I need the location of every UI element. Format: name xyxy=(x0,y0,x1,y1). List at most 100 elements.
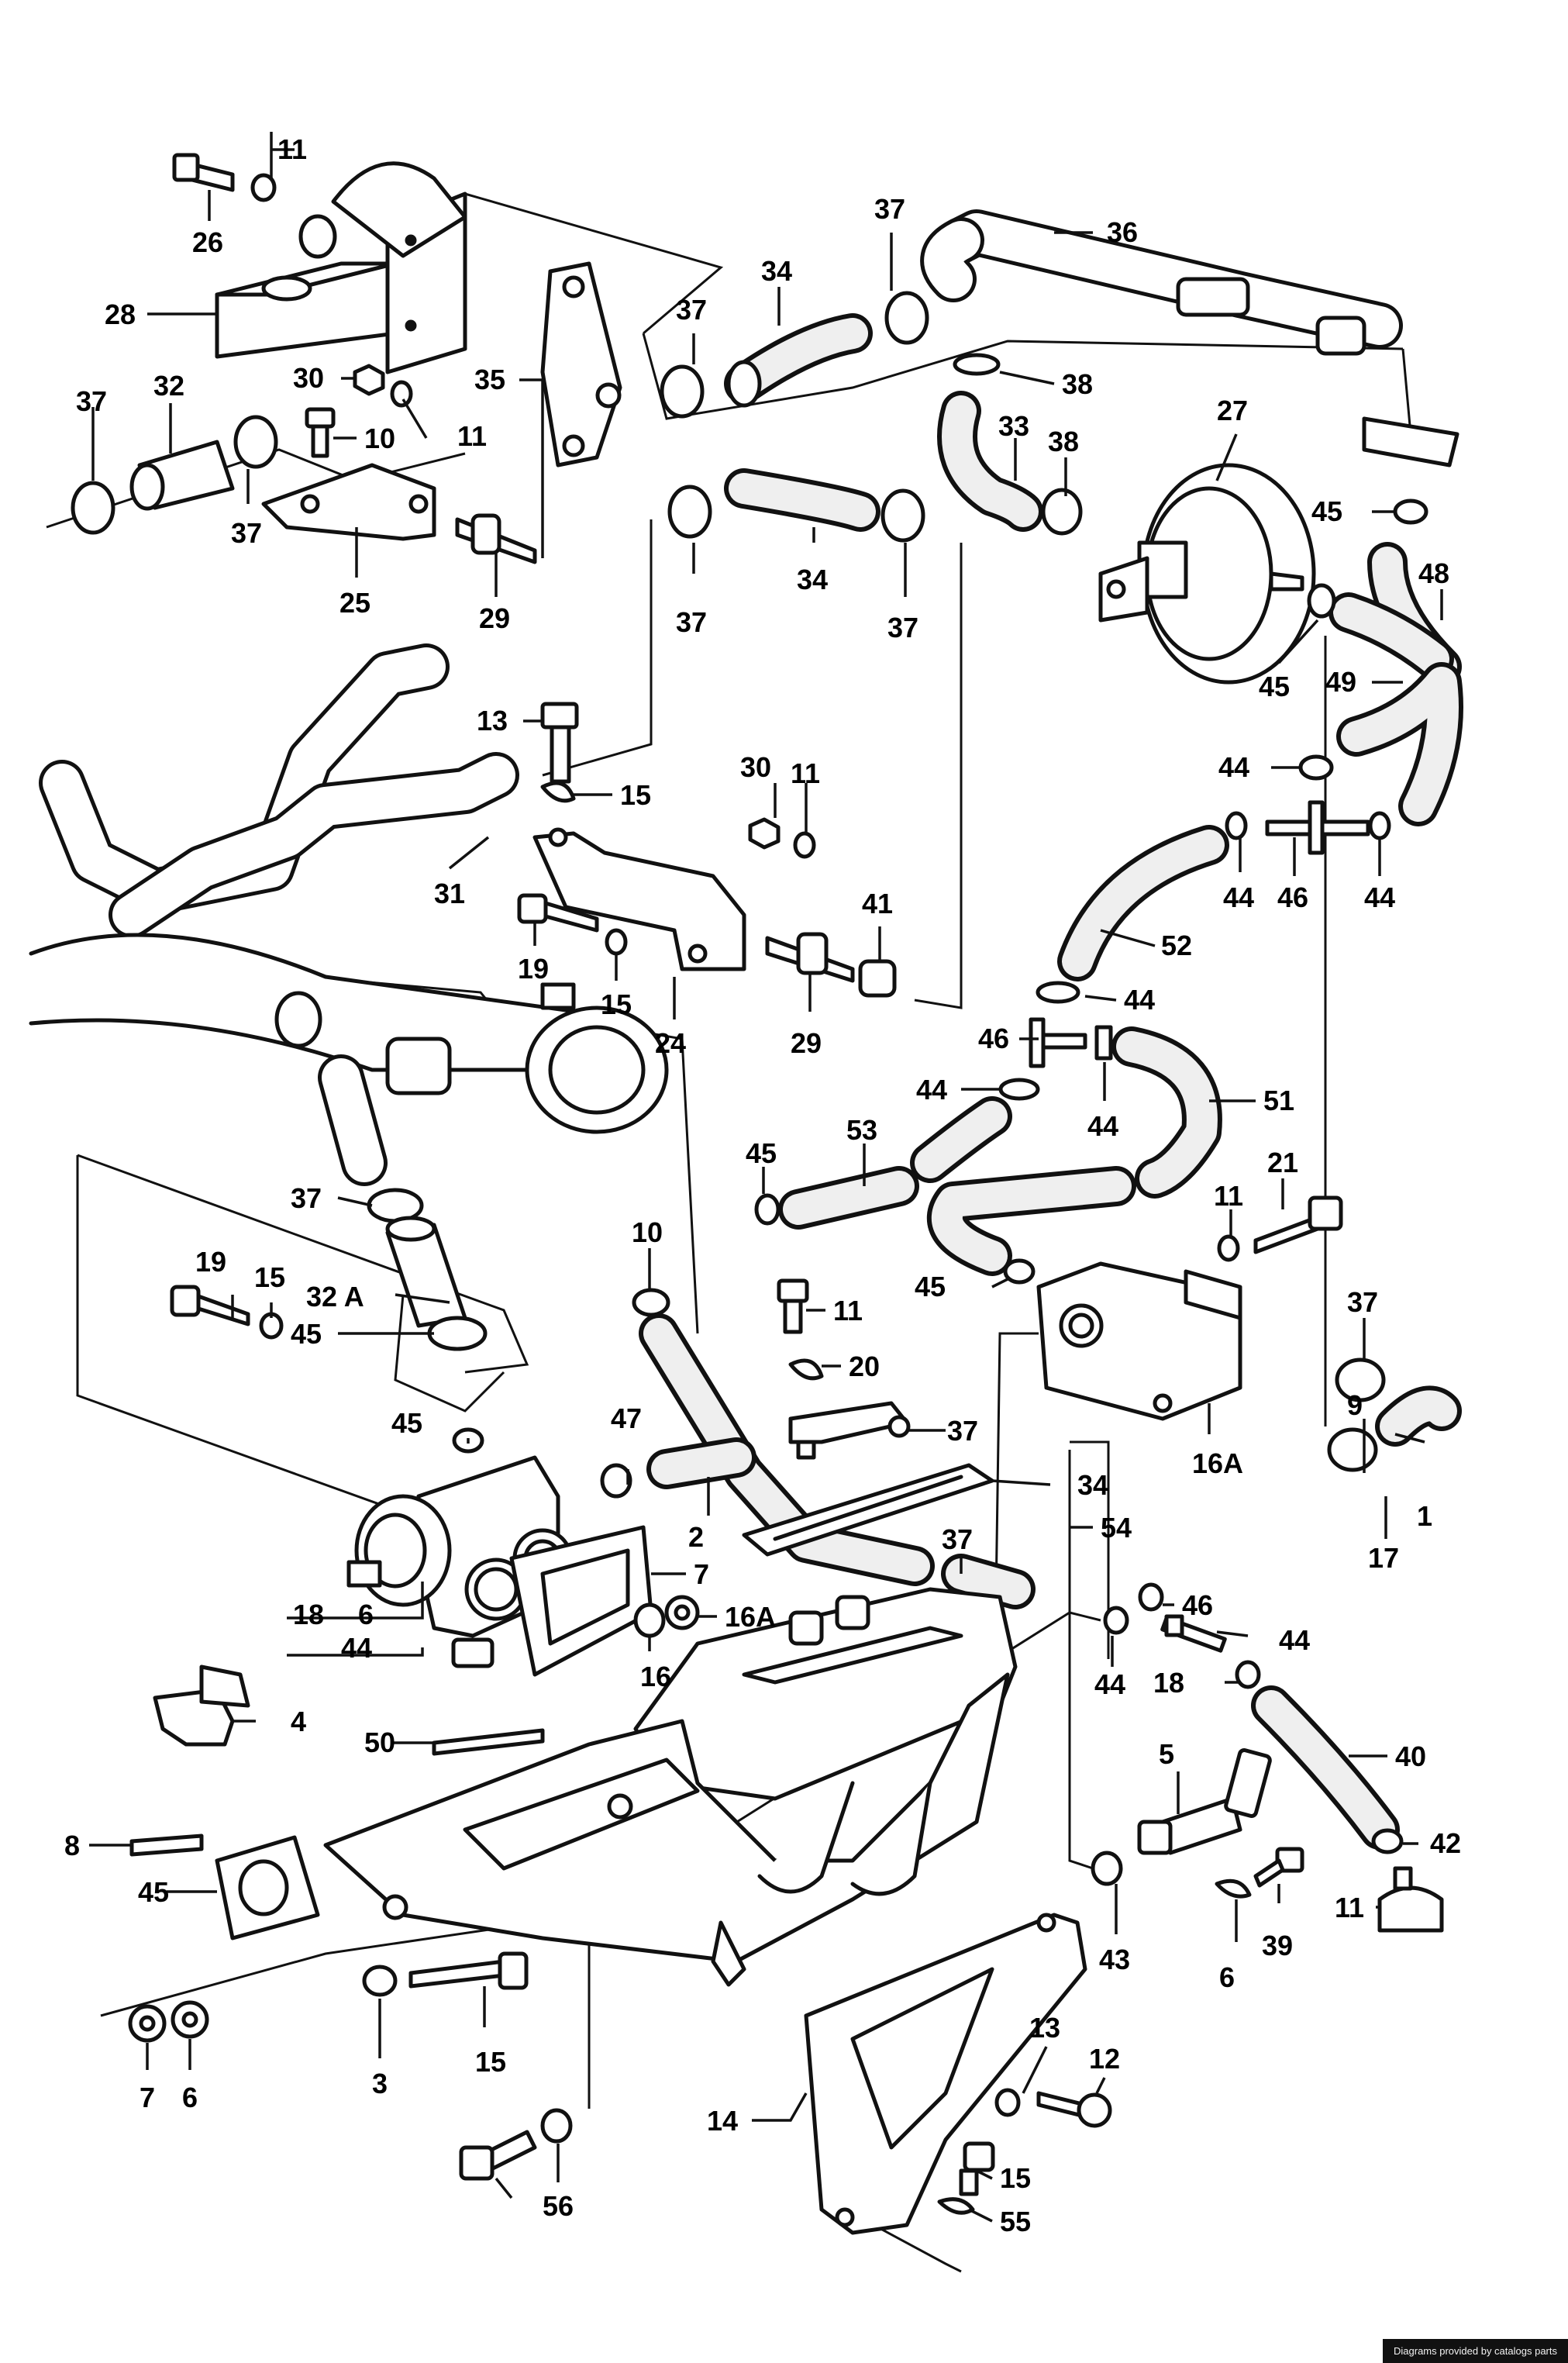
gasket-17 xyxy=(509,1525,653,1677)
callout-label: 35 xyxy=(474,364,505,395)
callout-label: 8 xyxy=(64,1830,80,1861)
clamp-38-b xyxy=(1041,488,1083,536)
valve-20 xyxy=(1036,1261,1242,1421)
callout-label: 34 xyxy=(1077,1469,1108,1501)
hose-32 xyxy=(129,440,235,511)
callout-label: 18 xyxy=(293,1599,324,1630)
callout-label: 44 xyxy=(1223,881,1254,913)
credit-label: Diagrams provided by catalogs parts xyxy=(1383,2339,1568,2363)
cover-12 xyxy=(804,1913,1087,2235)
clamp-37-e xyxy=(667,485,712,539)
bolt-10-top xyxy=(305,407,336,458)
callout-label: 28 xyxy=(105,298,136,330)
callout-label: 34 xyxy=(761,255,792,287)
callout-label: 29 xyxy=(479,602,510,634)
bolt-19-left xyxy=(170,1285,250,1326)
clamp-45-e xyxy=(632,1288,670,1317)
callout-label: 37 xyxy=(676,606,707,638)
callout-label: 27 xyxy=(1217,395,1248,426)
air-duct xyxy=(29,933,669,1186)
callout-label: 19 xyxy=(518,953,549,985)
bolt-10-mid xyxy=(777,1278,809,1334)
callout-label: 29 xyxy=(791,1027,822,1059)
callout-label: 16A xyxy=(1192,1447,1243,1479)
bush-41 xyxy=(858,959,897,998)
hose-51 xyxy=(1111,1026,1222,1199)
callout-label: 7 xyxy=(140,2082,155,2113)
callout-label: 37 xyxy=(76,385,107,417)
part-18 xyxy=(153,1664,250,1747)
callout-label: 48 xyxy=(1418,557,1449,589)
clamp-45-a xyxy=(1393,498,1428,525)
air-flap-housing xyxy=(215,161,467,374)
nut-7-a xyxy=(664,1595,700,1630)
washer-15-d xyxy=(994,2088,1021,2117)
callout-label: 17 xyxy=(1368,1542,1399,1574)
callout-label: 25 xyxy=(339,587,370,619)
bolt-13-top xyxy=(540,702,579,784)
callout-label: 36 xyxy=(1107,216,1138,248)
hose-47 xyxy=(646,1437,756,1489)
callout-label: 37 xyxy=(676,294,707,326)
bolt-13-bottom xyxy=(1036,2091,1112,2128)
callout-label: 11 xyxy=(833,1295,863,1326)
pipe-31 xyxy=(39,643,519,938)
clamp-45-b xyxy=(1307,583,1336,619)
callout-label: 13 xyxy=(477,705,508,736)
callout-label: 15 xyxy=(601,988,632,1020)
callout-label: 15 xyxy=(1000,2162,1031,2194)
callout-label: 44 xyxy=(1364,881,1395,913)
bolt-43 xyxy=(1253,1847,1304,1888)
clamp-44-a xyxy=(1298,754,1334,781)
clamp-37-g xyxy=(1335,1357,1386,1402)
callout-label: 41 xyxy=(862,888,893,919)
clamp-44-f xyxy=(1138,1582,1164,1612)
gasket-8 xyxy=(215,1835,320,1940)
washer-6-c xyxy=(362,1965,398,1997)
washer-6-a xyxy=(633,1602,666,1638)
callout-label: 34 xyxy=(797,564,828,595)
callout-label: 45 xyxy=(1311,495,1342,527)
clamp-44-h xyxy=(1235,1660,1261,1689)
callout-label: 44 xyxy=(1218,751,1249,783)
hose-53 xyxy=(778,1166,919,1230)
callout-label: 11 xyxy=(457,420,487,452)
callout-label: 40 xyxy=(1395,1740,1426,1772)
bracket-9 xyxy=(788,1401,911,1460)
callout-label: 16A xyxy=(725,1601,776,1633)
callout-label: 46 xyxy=(1182,1589,1213,1621)
clamp-37-d xyxy=(884,291,929,345)
callout-label: 53 xyxy=(846,1114,877,1146)
callout-label: 37 xyxy=(231,517,262,549)
bolt-14 xyxy=(959,2141,995,2196)
stud-4 xyxy=(432,1728,545,1756)
callout-label: 10 xyxy=(364,423,395,454)
cap-39 xyxy=(1377,1866,1444,1933)
callout-label: 6 xyxy=(358,1599,374,1630)
hose-34-upper xyxy=(724,313,873,408)
pipe-36 xyxy=(920,209,1459,467)
washer-6-b xyxy=(128,2004,167,2043)
nut-30-mid xyxy=(748,817,781,850)
callout-label: 37 xyxy=(291,1182,322,1214)
callout-label: 33 xyxy=(998,410,1029,442)
callout-label: 3 xyxy=(372,2068,388,2099)
callout-label: 37 xyxy=(947,1415,978,1447)
clamp-45-d xyxy=(1003,1258,1036,1285)
callout-label: 56 xyxy=(543,2190,574,2222)
hose-50 xyxy=(1251,1685,1400,1850)
clamp-37-c xyxy=(660,364,705,419)
washer-15-b xyxy=(605,928,628,956)
callout-label: 9 xyxy=(1347,1389,1363,1421)
hose-48-49 xyxy=(1328,542,1463,826)
callout-label: 49 xyxy=(1325,666,1356,698)
clamp-44-e xyxy=(998,1078,1040,1101)
callout-label: 45 xyxy=(746,1137,777,1169)
callout-label: 54 xyxy=(1101,1512,1132,1544)
washer-11-e xyxy=(788,1358,824,1381)
nut-7-b xyxy=(171,2000,209,2039)
hose-34-lower xyxy=(1375,1385,1462,1447)
hose-34-mid xyxy=(724,468,880,532)
callout-label: 55 xyxy=(1000,2206,1031,2237)
callout-label: 13 xyxy=(1029,2012,1060,2044)
